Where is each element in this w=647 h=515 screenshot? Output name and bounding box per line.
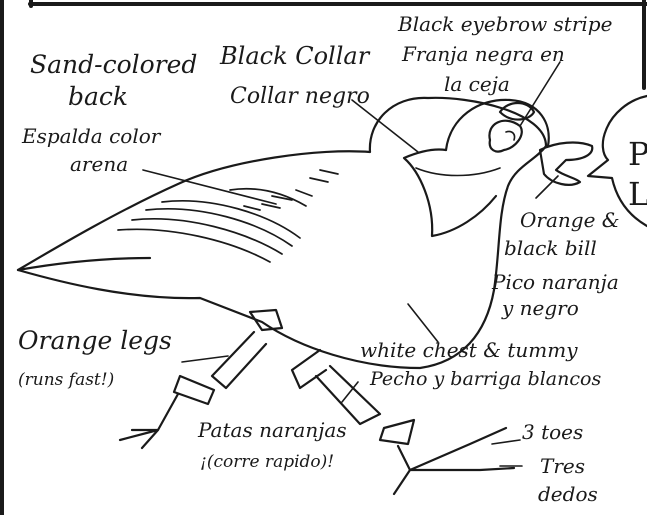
label-back-es-1: Espalda color — [22, 126, 160, 146]
label-bill-es-1: Pico naranja — [492, 272, 619, 292]
tail — [18, 258, 150, 270]
label-chest-en: white chest & tummy — [360, 340, 578, 360]
label-legs-en: Orange legs — [18, 328, 172, 353]
label-legs-es: Patas naranjas — [198, 420, 347, 440]
label-back-es-2: arena — [70, 154, 128, 174]
speech-bubble-text-2: L — [628, 178, 647, 210]
label-legs-note-en: (runs fast!) — [18, 372, 114, 389]
label-eyebrow-es-1: Franja negra en — [402, 44, 565, 64]
label-collar-es: Collar negro — [230, 86, 370, 108]
label-chest-es: Pecho y barriga blancos — [370, 370, 601, 389]
label-legs-note-es: ¡(corre rapido)! — [200, 454, 334, 471]
label-back-en-1: Sand-colored — [30, 52, 197, 77]
label-collar-en: Black Collar — [220, 44, 369, 68]
label-toes-es-1: Tres — [540, 456, 585, 476]
collar — [404, 149, 496, 236]
label-bill-en-1: Orange & — [520, 210, 620, 230]
bill — [540, 143, 592, 185]
label-eyebrow-en: Black eyebrow stripe — [398, 14, 612, 34]
label-toes-en: 3 toes — [522, 422, 583, 442]
label-back-en-2: back — [68, 84, 128, 109]
wing-feathers — [118, 170, 338, 262]
label-toes-es-2: dedos — [538, 484, 598, 504]
label-eyebrow-es-2: la ceja — [444, 74, 510, 94]
eye — [489, 121, 521, 152]
label-bill-es-2: y negro — [502, 298, 579, 318]
speech-bubble-text-1: P — [628, 138, 647, 170]
label-bill-en-2: black bill — [504, 238, 597, 258]
